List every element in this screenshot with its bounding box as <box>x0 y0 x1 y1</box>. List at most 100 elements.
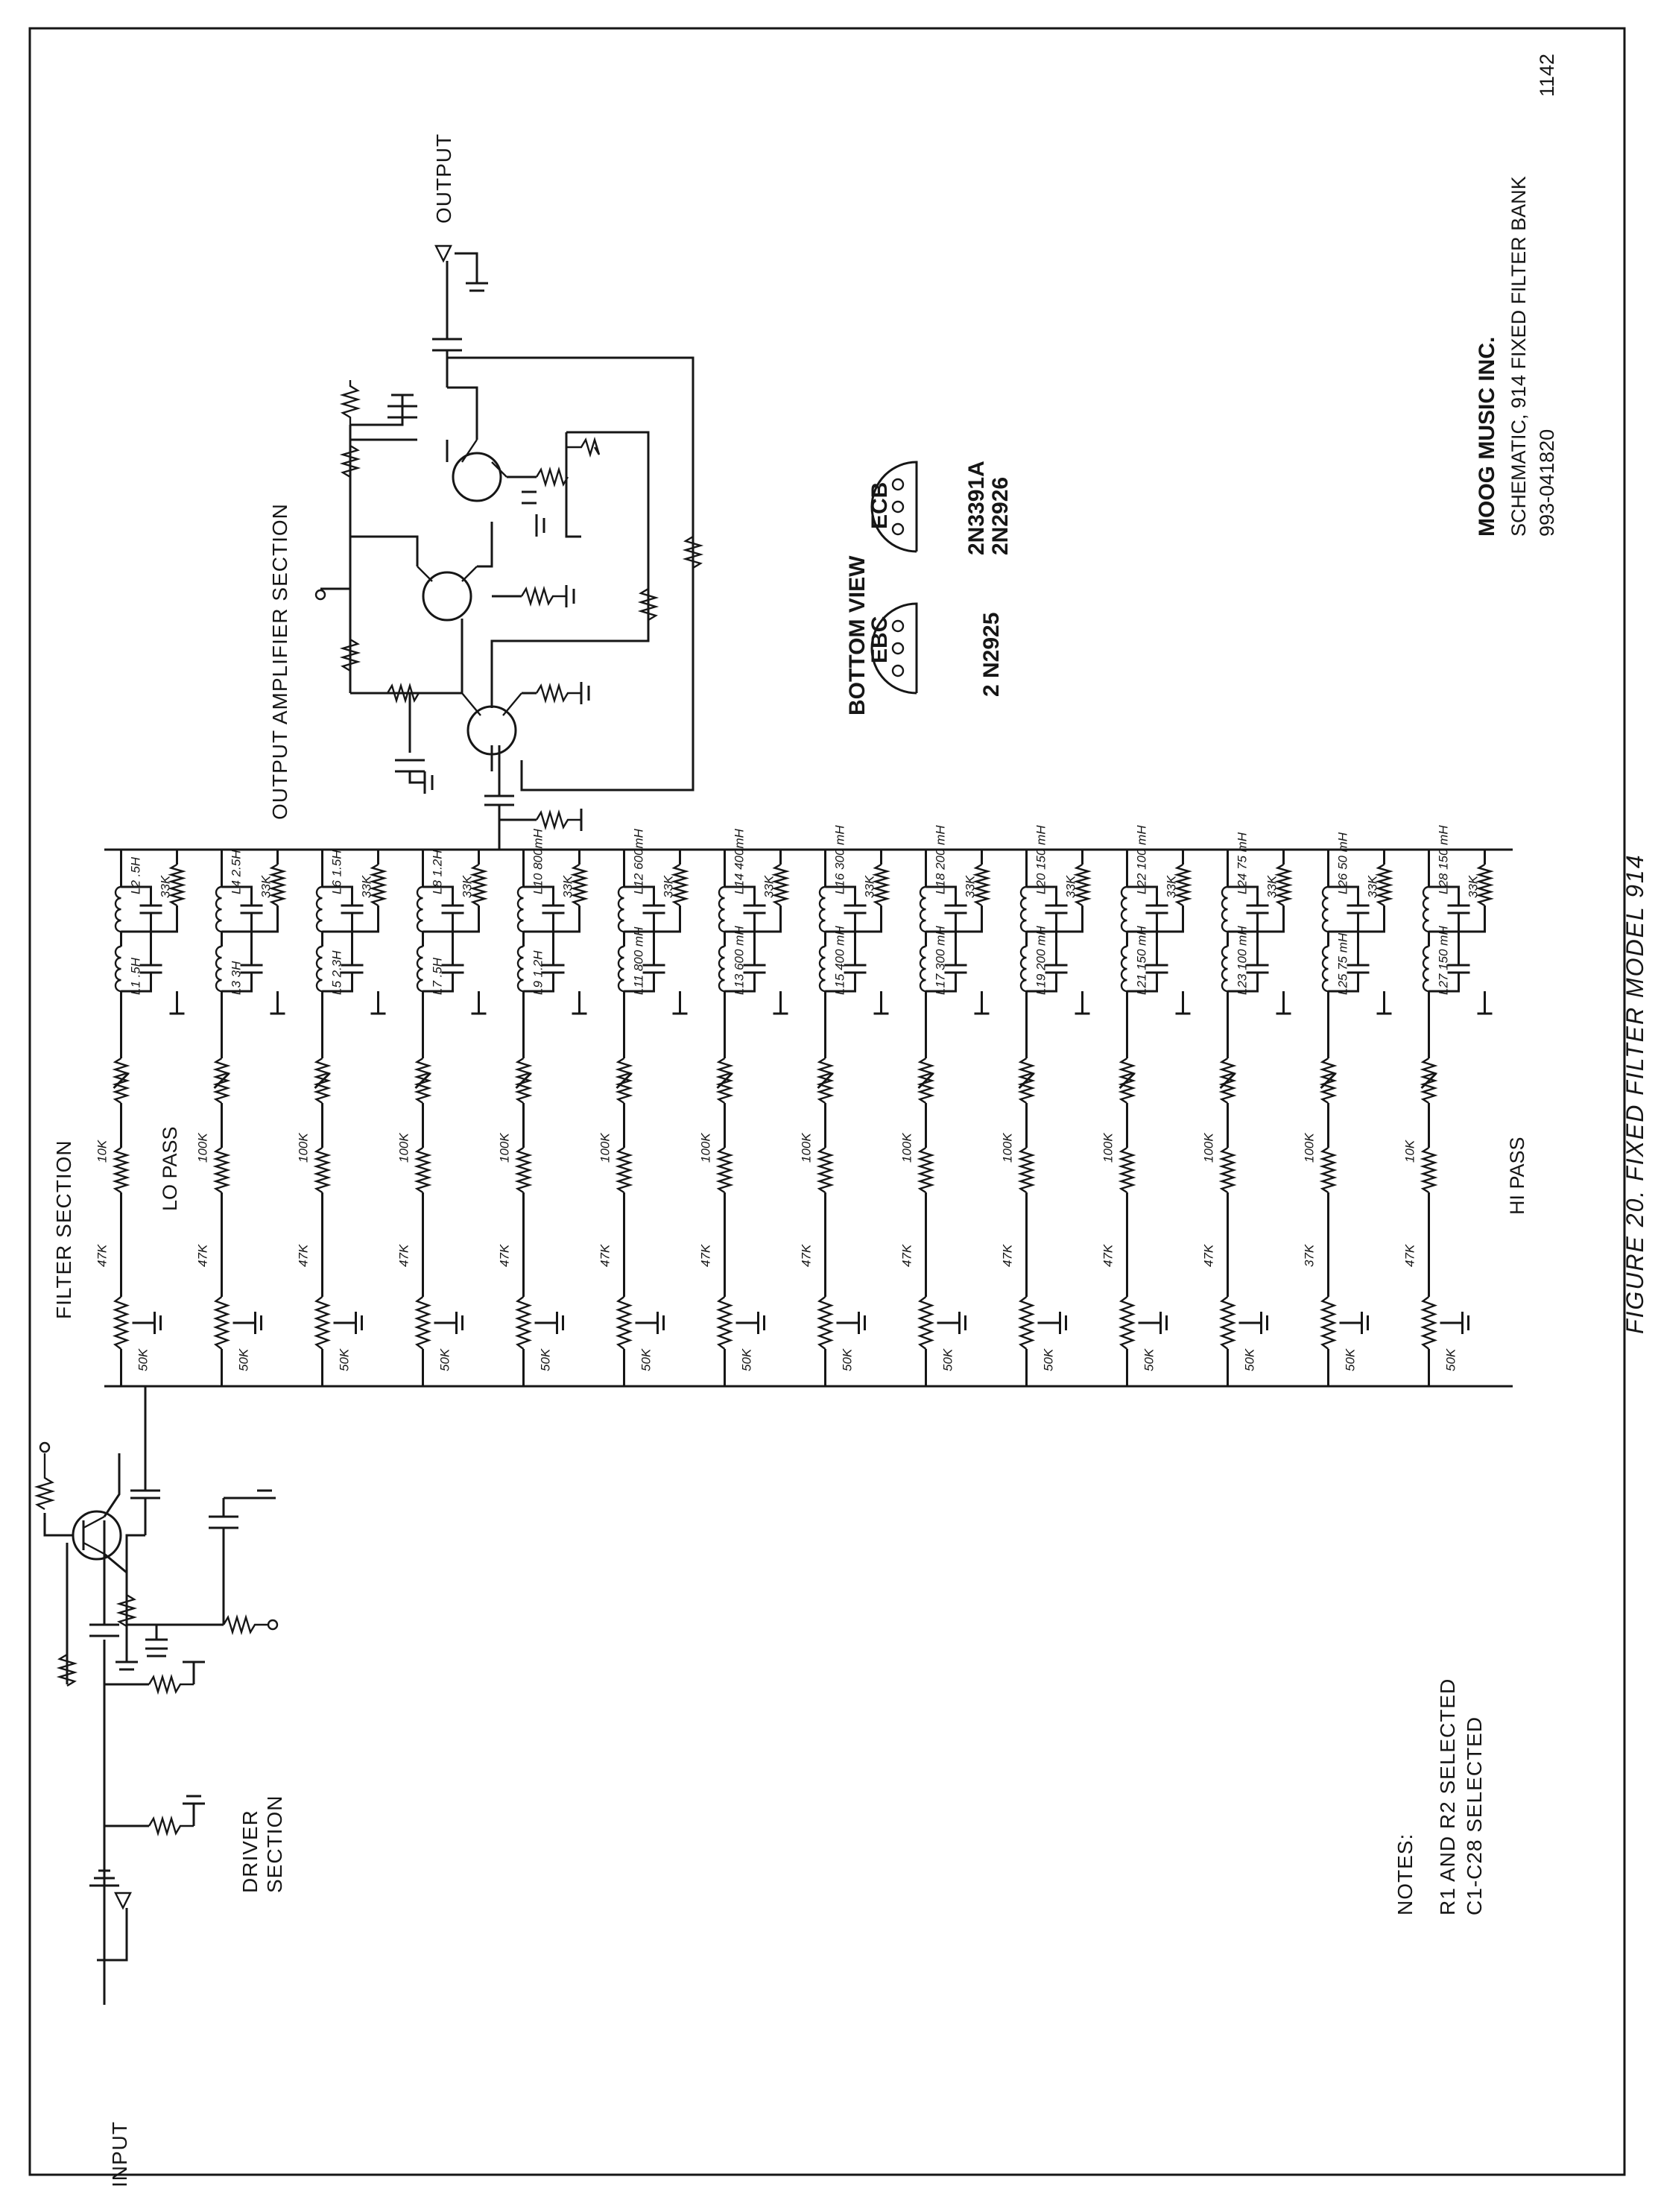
band-r100-label: 100K <box>598 1133 613 1163</box>
band-r47-label: 47K <box>800 1244 814 1267</box>
band-r47-label: 47K <box>196 1244 210 1267</box>
output-label: OUTPUT <box>432 133 455 224</box>
band-coil-a-label: L27 150 mH <box>1437 926 1451 995</box>
pinout-left-part: 2 N2925 <box>979 613 1004 697</box>
band-coil-b-label: L22 100 mH <box>1135 825 1149 894</box>
band-r33-label: 33K <box>1064 875 1078 898</box>
band-pot-label: 50K <box>1142 1348 1157 1371</box>
band-pot-label: 50K <box>338 1348 352 1371</box>
band-r47-label: 47K <box>1403 1244 1417 1267</box>
filter-band-9 <box>917 850 991 1386</box>
band-pot-label: 50K <box>1042 1348 1056 1371</box>
band-r100-label: 100K <box>900 1133 914 1163</box>
notes-line-1: R1 AND R2 SELECTED <box>1436 1678 1459 1915</box>
band-pot-label: 50K <box>1444 1348 1458 1371</box>
pinout-heading: BOTTOM VIEW <box>845 555 870 715</box>
band-r47-label: 47K <box>498 1244 512 1267</box>
band-r47-label: 47K <box>699 1244 713 1267</box>
band-r33-label: 33K <box>1165 875 1179 898</box>
output-amplifier-section <box>314 244 704 850</box>
band-r33-label: 33K <box>561 875 575 898</box>
band-coil-b-label: L2 .5H <box>129 856 143 894</box>
band-coil-b-label: L26 50 mH <box>1336 832 1350 894</box>
band-coil-b-label: L10 800mH <box>531 828 545 894</box>
filter-band-4 <box>414 850 488 1386</box>
band-coil-b-label: L4 2.5H <box>230 850 244 894</box>
band-r33-label: 33K <box>259 875 273 898</box>
band-r33-label: 33K <box>1466 875 1481 898</box>
notes-line-2: C1-C28 SELECTED <box>1463 1716 1486 1915</box>
filter-band-6 <box>615 850 689 1386</box>
band-coil-a-label: L9 1.2H <box>531 950 545 995</box>
band-r47-label: 47K <box>900 1244 914 1267</box>
filter-band-7 <box>715 850 790 1386</box>
filter-section-label: FILTER SECTION <box>52 1140 75 1319</box>
band-pot-label: 50K <box>1344 1348 1358 1371</box>
filter-band-3 <box>313 850 387 1386</box>
hi-pass-label: HI PASS <box>1506 1137 1528 1215</box>
band-r33-label: 33K <box>1366 875 1380 898</box>
band-coil-a-label: L11 800 mH <box>632 926 646 995</box>
band-coil-a-label: L7 .5H <box>431 957 445 995</box>
band-coil-b-label: L16 300 mH <box>833 825 847 894</box>
input-label: INPUT <box>108 2121 131 2187</box>
band-r33-label: 33K <box>762 875 776 898</box>
band-coil-a-label: L17 300 mH <box>934 926 948 995</box>
band-pot-label: 50K <box>237 1348 251 1371</box>
band-coil-b-label: L8 1.2H <box>431 850 445 894</box>
band-pot-label: 50K <box>841 1348 855 1371</box>
band-coil-a-label: L19 200 mH <box>1034 926 1048 995</box>
band-r100-label: 100K <box>1303 1133 1317 1163</box>
band-coil-b-label: L6 1.5H <box>330 850 344 894</box>
band-r33-label: 33K <box>662 875 676 898</box>
band-pot-label: 50K <box>136 1348 151 1371</box>
lo-pass-label: LO PASS <box>159 1126 181 1211</box>
band-r33-label: 33K <box>360 875 374 898</box>
output-amplifier-label: OUTPUT AMPLIFIER SECTION <box>268 503 291 820</box>
band-coil-b-label: L12 600mH <box>632 828 646 894</box>
filter-band-5 <box>514 850 589 1386</box>
band-r47-label: 47K <box>1202 1244 1216 1267</box>
band-coil-b-label: L20 150 mH <box>1034 825 1048 894</box>
band-r100-label: 100K <box>1202 1133 1216 1163</box>
pinout-right-part-2: 2N2926 <box>988 477 1013 555</box>
band-r100-label: 100K <box>800 1133 814 1163</box>
band-r47-label: 47K <box>297 1244 311 1267</box>
band-pot-label: 50K <box>639 1348 654 1371</box>
band-coil-a-label: L25 75 mH <box>1336 932 1350 995</box>
band-coil-a-label: L23 100 mH <box>1235 926 1250 995</box>
driver-section <box>34 1386 279 2005</box>
band-r100-label: 10K <box>95 1140 110 1163</box>
band-coil-b-label: L18 200 mH <box>934 825 948 894</box>
filter-band-8 <box>816 850 890 1386</box>
band-r100-label: 100K <box>196 1133 210 1163</box>
band-r33-label: 33K <box>964 875 978 898</box>
band-r47-label: 47K <box>1101 1244 1116 1267</box>
filter-band-10 <box>1017 850 1092 1386</box>
band-coil-a-label: L5 2.3H <box>330 950 344 995</box>
band-coil-a-label: L21 150 mH <box>1135 926 1149 995</box>
band-r100-label: 100K <box>1101 1133 1116 1163</box>
filter-band-1 <box>112 850 186 1386</box>
band-coil-a-label: L15 400 mH <box>833 926 847 995</box>
driver-section-label-2: SECTION <box>263 1795 286 1893</box>
filter-band-12 <box>1218 850 1293 1386</box>
band-r100-label: 100K <box>498 1133 512 1163</box>
band-r47-label: 47K <box>598 1244 613 1267</box>
band-coil-a-label: L1 .5H <box>129 957 143 995</box>
band-coil-b-label: L24 75 mH <box>1235 832 1250 894</box>
pinout-right-pins: ECB <box>867 482 892 529</box>
band-coil-b-label: L28 150 mH <box>1437 825 1451 894</box>
band-r47-label: 47K <box>1001 1244 1015 1267</box>
figure-caption: FIGURE 20. FIXED FILTER MODEL 914 <box>1621 853 1648 1334</box>
band-r100-label: 100K <box>397 1133 411 1163</box>
filter-band-13 <box>1319 850 1393 1386</box>
transistor-pinout: BOTTOM VIEW EBC ECB 2 N2925 2N3391A 2N29… <box>845 461 1013 715</box>
band-r100-label: 100K <box>699 1133 713 1163</box>
pinout-right-part-1: 2N3391A <box>964 461 989 555</box>
filter-band-11 <box>1118 850 1192 1386</box>
band-pot-label: 50K <box>941 1348 955 1371</box>
band-r33-label: 33K <box>461 875 475 898</box>
